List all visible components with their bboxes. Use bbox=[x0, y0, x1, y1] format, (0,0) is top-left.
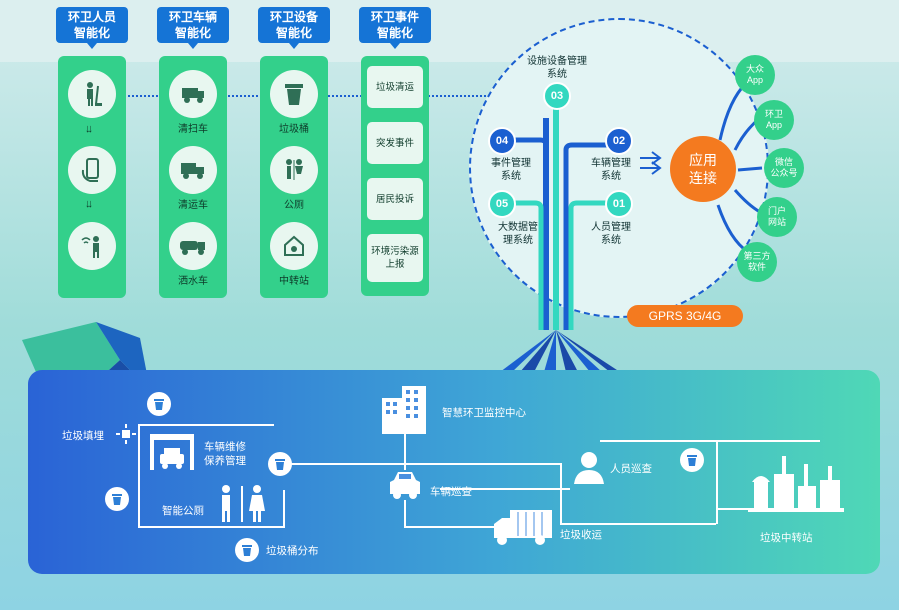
outline bbox=[600, 440, 820, 442]
trash-bin-icon bbox=[147, 392, 171, 416]
event-card: 突发事件 bbox=[367, 122, 423, 164]
garbage-truck-icon bbox=[492, 508, 554, 548]
outline bbox=[440, 488, 570, 490]
landfill-label: 垃圾填埋 bbox=[62, 430, 104, 442]
monitoring-center-icon bbox=[378, 384, 432, 434]
staff-column: ↓↓ ↓↓ bbox=[58, 56, 126, 298]
category-equipment-label: 环卫设备智能化 bbox=[258, 7, 330, 49]
app-portal: 门户网站 bbox=[757, 197, 797, 237]
collection-label: 垃圾收运 bbox=[560, 529, 602, 541]
patrol-car-icon bbox=[388, 470, 422, 500]
system-02-badge: 02 bbox=[605, 127, 633, 155]
sweeper-truck-icon bbox=[169, 70, 217, 118]
network-badge: GPRS 3G/4G bbox=[627, 305, 743, 327]
outline bbox=[138, 424, 140, 528]
outline bbox=[283, 490, 285, 528]
toilet-icon bbox=[270, 146, 318, 194]
system-04-badge: 04 bbox=[488, 127, 516, 155]
monitoring-center-label: 智慧环卫监控中心 bbox=[442, 407, 526, 419]
outline bbox=[138, 424, 274, 426]
transfer-station-label: 垃圾中转站 bbox=[760, 532, 813, 544]
repair-label: 车辆维修保养管理 bbox=[204, 441, 246, 467]
trash-bin-icon bbox=[270, 70, 318, 118]
vehicle-label: 洒水车 bbox=[178, 276, 208, 287]
outline bbox=[290, 463, 560, 465]
category-vehicle-label: 环卫车辆智能化 bbox=[157, 7, 229, 49]
system-03-label: 设施设备管理系统 bbox=[527, 56, 587, 80]
water-truck-icon bbox=[169, 222, 217, 270]
transport-truck-icon bbox=[169, 146, 217, 194]
landfill-icon bbox=[116, 424, 136, 444]
bin-distribution-label: 垃圾桶分布 bbox=[266, 545, 319, 557]
vehicle-label: 清运车 bbox=[178, 200, 208, 211]
vehicle-column: 清扫车 清运车 洒水车 bbox=[159, 56, 227, 298]
equipment-label: 中转站 bbox=[279, 276, 309, 287]
equipment-label: 公厕 bbox=[284, 200, 304, 211]
vehicle-patrol-label: 车辆巡查 bbox=[430, 486, 472, 498]
trash-bin-icon bbox=[680, 448, 704, 472]
app-wechat: 微信公众号 bbox=[764, 148, 804, 188]
smart-toilet-label: 智能公厕 bbox=[162, 505, 204, 517]
person-patrol-icon bbox=[572, 450, 606, 484]
worker-signal-icon bbox=[68, 222, 116, 270]
event-card: 垃圾清运 bbox=[367, 66, 423, 108]
trash-bin-icon bbox=[105, 487, 129, 511]
event-column: 垃圾清运 突发事件 居民投诉 环境污染源上报 bbox=[361, 56, 429, 296]
outline bbox=[560, 523, 716, 525]
down-arrow-icon: ↓↓ bbox=[85, 123, 93, 135]
system-02-label: 车辆管理系统 bbox=[591, 158, 631, 182]
outline bbox=[138, 526, 284, 528]
trash-bin-icon bbox=[235, 538, 259, 562]
down-arrow-icon: ↓↓ bbox=[85, 198, 93, 210]
outline bbox=[404, 430, 406, 470]
app-connect-hub: 应用连接 bbox=[670, 136, 736, 202]
equipment-column: 垃圾桶 公厕 中转站 bbox=[260, 56, 328, 298]
repair-garage-icon bbox=[148, 430, 196, 472]
system-03-badge: 03 bbox=[543, 82, 571, 110]
vehicle-label: 清扫车 bbox=[178, 124, 208, 135]
cleaner-icon bbox=[68, 70, 116, 118]
category-event-label: 环卫事件智能化 bbox=[359, 7, 431, 49]
category-staff-label: 环卫人员智能化 bbox=[56, 7, 128, 49]
transfer-station-icon bbox=[270, 222, 318, 270]
equipment-label: 垃圾桶 bbox=[279, 124, 309, 135]
toilet-people-icon bbox=[214, 484, 270, 524]
outline bbox=[404, 500, 406, 526]
transfer-station-icon bbox=[748, 452, 844, 512]
system-05-label: 大数据管理系统 bbox=[498, 222, 538, 246]
system-01-label: 人员管理系统 bbox=[591, 222, 631, 246]
outline bbox=[404, 526, 494, 528]
trash-bin-icon bbox=[268, 452, 292, 476]
phone-hand-icon bbox=[68, 146, 116, 194]
system-01-badge: 01 bbox=[605, 190, 633, 218]
system-04-label: 事件管理系统 bbox=[491, 158, 531, 182]
top-band bbox=[0, 0, 899, 62]
system-05-badge: 05 bbox=[488, 190, 516, 218]
outline bbox=[716, 440, 718, 524]
outline bbox=[560, 463, 562, 523]
event-card: 居民投诉 bbox=[367, 178, 423, 220]
app-third-party: 第三方软件 bbox=[737, 242, 777, 282]
person-patrol-label: 人员巡查 bbox=[610, 463, 652, 475]
event-card: 环境污染源上报 bbox=[367, 234, 423, 282]
